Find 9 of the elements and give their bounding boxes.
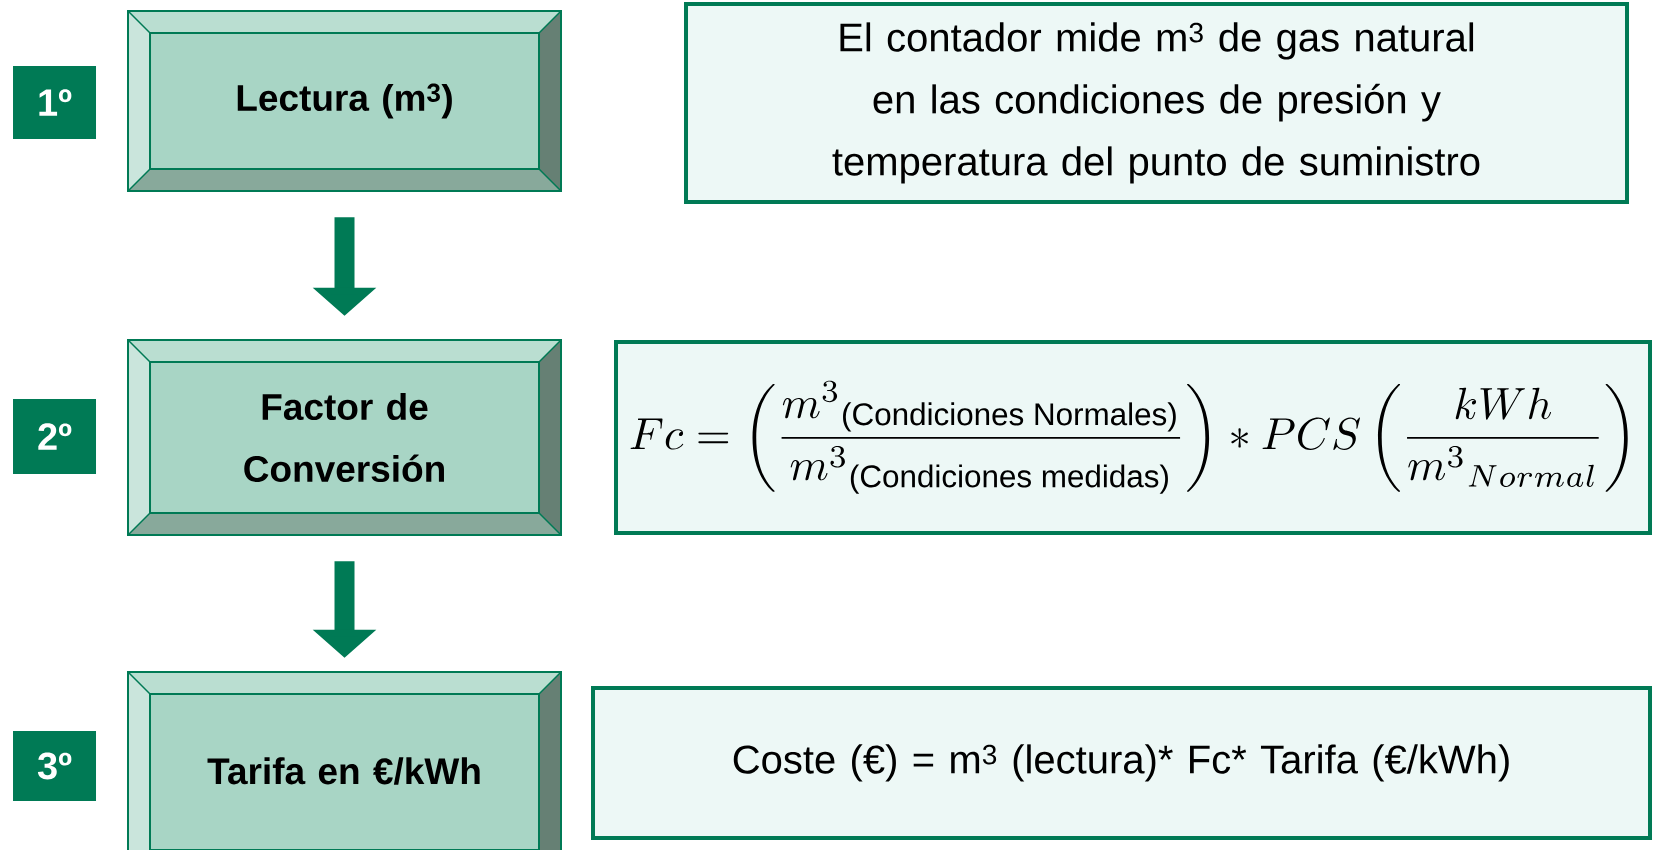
bevel-box: Tarifa en €/kWh: [127, 671, 562, 850]
step-badge: 2º: [13, 399, 96, 474]
formula-box: $Fc=\left(\frac{m^{3}{}_{\text{(Condiciones Normales)}}}{m^{3}{}_{\text{(Condiciones medidas)}}}\right)*PCS\left(\frac{kWh}{m^{3}{}_{Normal}}\right)$: [614, 340, 1652, 535]
step-badge: 1º: [13, 66, 96, 139]
description-box: El contador mide m$^{3}$ de gas natural en las condiciones de presión y temperatura del punto de suministro: [684, 2, 1629, 204]
step-badge: 3º: [13, 731, 96, 801]
bevel-box: Factor de Conversión: [127, 339, 562, 536]
description-box: Coste (€) = m$^{3}$ (lectura)* Fc* Tarifa (€/kWh): [591, 686, 1652, 840]
bevel-box: Lectura (m$^{3}$): [127, 10, 562, 192]
